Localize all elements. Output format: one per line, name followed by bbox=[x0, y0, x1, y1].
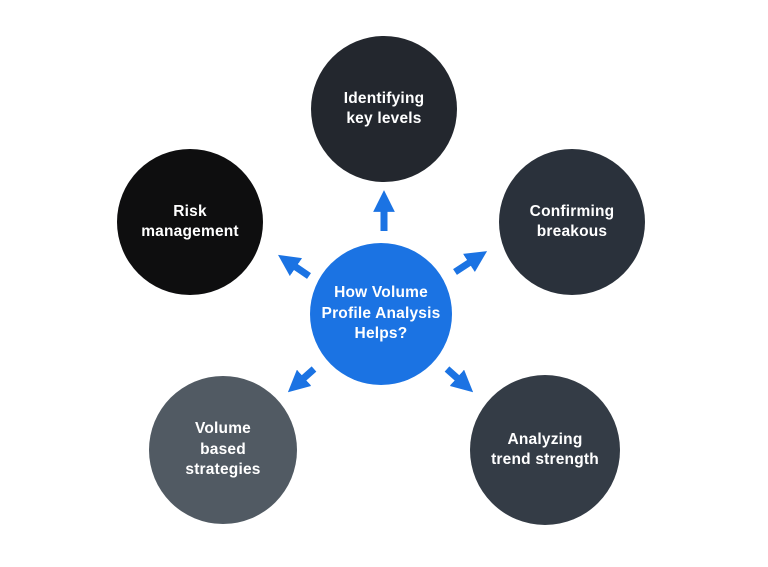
arrow-down-left-icon bbox=[287, 366, 317, 393]
node-confirming-breakous: Confirming breakous bbox=[499, 149, 645, 295]
diagram-center-title: How Volume Profile Analysis Helps? bbox=[321, 284, 441, 343]
node-risk-management: Risk management bbox=[117, 149, 263, 295]
node-center-how-volume-profile-helps: How Volume Profile Analysis Helps? bbox=[310, 243, 452, 385]
arrow-down-right-icon bbox=[444, 366, 474, 393]
node-label: Volume based strategies bbox=[185, 420, 261, 479]
node-label: Identifying key levels bbox=[343, 89, 425, 127]
node-identifying-key-levels: Identifying key levels bbox=[311, 36, 457, 182]
node-analyzing-trend-strength: Analyzing trend strength bbox=[470, 375, 620, 525]
arrow-up-right-icon bbox=[453, 251, 488, 275]
node-label: Analyzing trend strength bbox=[491, 430, 599, 468]
node-volume-based-strategies: Volume based strategies bbox=[149, 376, 297, 524]
node-label: Risk management bbox=[141, 202, 239, 240]
node-label: Confirming breakous bbox=[529, 202, 615, 240]
arrow-up-left-icon bbox=[278, 254, 311, 279]
